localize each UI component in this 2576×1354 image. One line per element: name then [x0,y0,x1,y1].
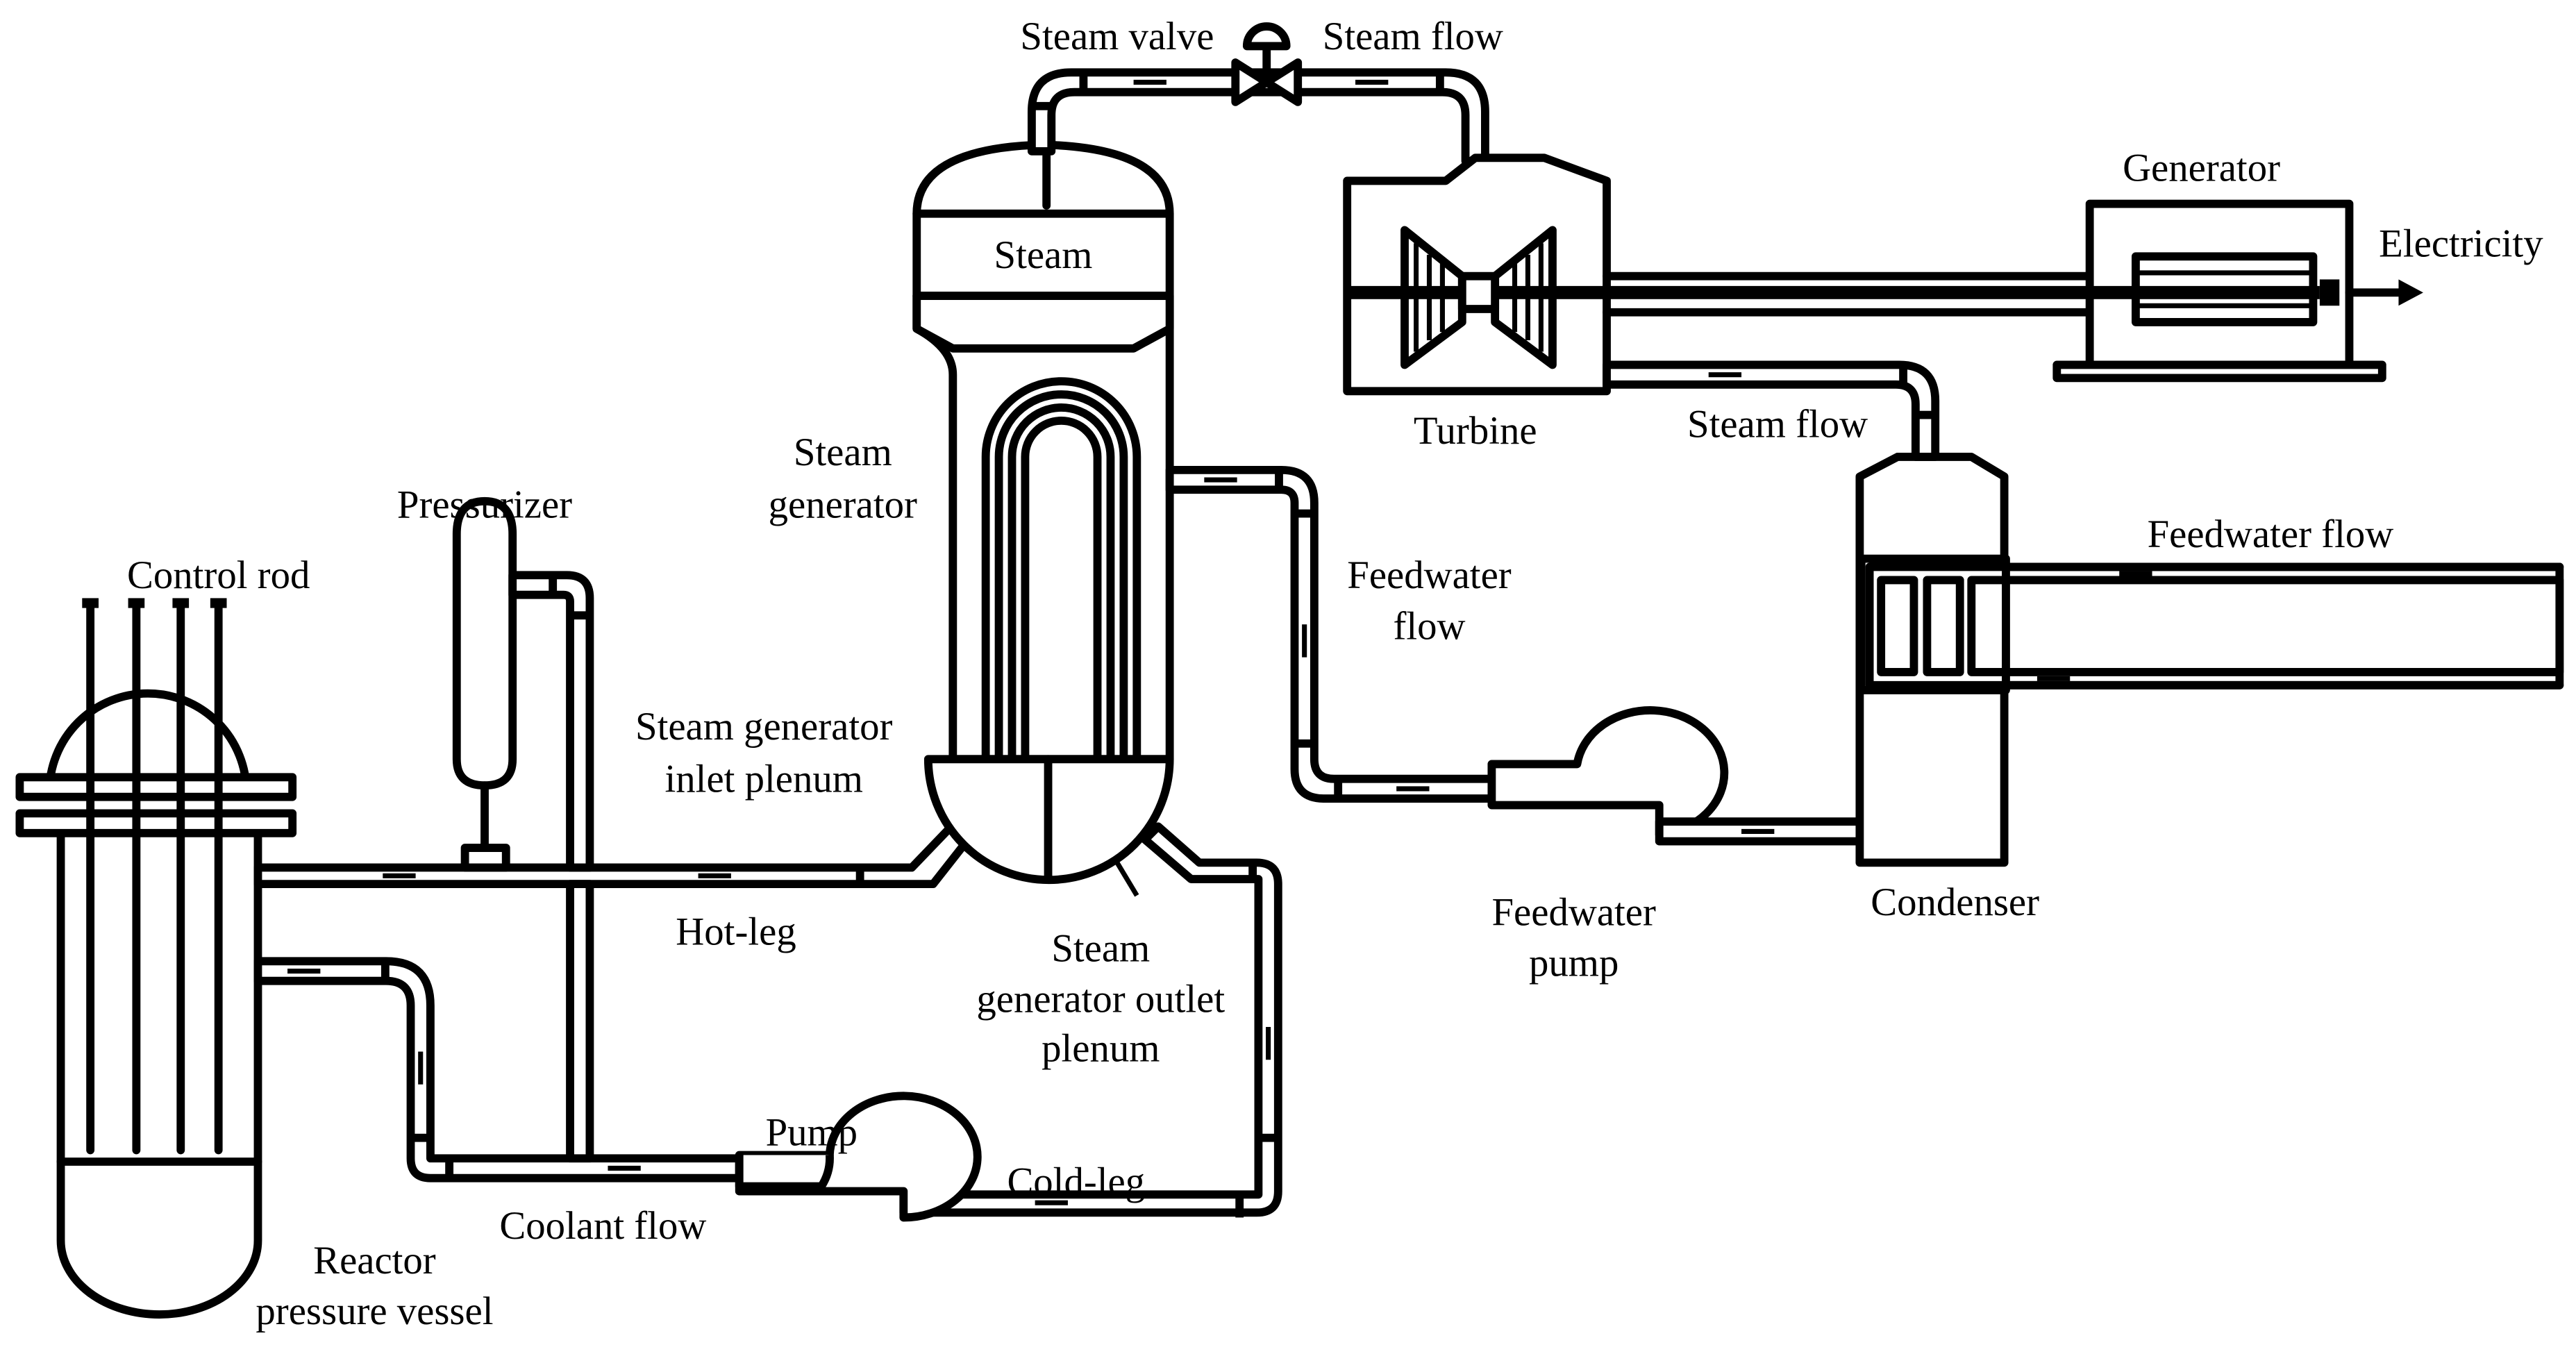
label-sg-outlet-plenum-line1: Steam [1051,926,1150,970]
label-coolant-flow: Coolant flow [499,1204,706,1248]
label-steam-flow-top: Steam flow [1323,15,1503,58]
steam-generator [912,140,1174,897]
label-turbine: Turbine [1414,409,1537,453]
label-sg-outlet-plenum-line3: plenum [1042,1027,1160,1071]
label-generator: Generator [2123,146,2280,190]
label-steam-valve: Steam valve [1020,15,1214,58]
label-hot-leg: Hot-leg [676,910,796,954]
label-pump: Pump [766,1110,858,1154]
condenser [1855,453,2564,867]
feedwater-pump [1487,706,1729,839]
label-reactor-line2: pressure vessel [256,1289,493,1333]
turbine-condenser-pipe [1603,360,1940,461]
reactor-pressure-vessel [15,689,297,1319]
labels: Steam valve Steam flow Steam Generator E… [127,15,2543,1333]
cold-leg-pipe [899,822,1282,1218]
turbine [1343,153,2333,396]
reactor-coolant-pump [735,1092,982,1222]
label-feedwater-flow-right: Feedwater flow [2148,512,2394,556]
label-sg-outlet-plenum-line2: generator outlet [976,978,1225,1021]
label-condenser: Condenser [1871,880,2039,924]
label-feedwater-pump-line1: Feedwater [1491,890,1656,934]
label-electricity: Electricity [2379,222,2543,265]
label-steam-generator-line2: generator [769,483,917,526]
hot-leg-pipe [253,821,973,889]
label-sg-inlet-plenum-line2: inlet plenum [665,758,863,801]
label-pressurizer: Pressurizer [397,483,572,526]
label-control-rod: Control rod [127,553,310,597]
control-rods [82,598,227,1155]
pump-condenser-pipe [1655,817,1868,846]
label-steam-generator-line1: Steam [794,431,892,474]
label-reactor-line1: Reactor [313,1239,436,1282]
generator [2052,199,2423,383]
steam-valve [1231,22,1303,106]
pressurizer [452,496,594,872]
label-feedwater-flow-vertical-line1: Feedwater [1347,553,1512,597]
label-feedwater-flow-vertical-line2: flow [1393,605,1465,649]
label-feedwater-pump-line2: pump [1529,942,1619,985]
label-cold-leg: Cold-leg [1007,1160,1145,1203]
label-steam-flow-right: Steam flow [1687,403,1868,446]
turbine-generator-casing [1603,271,2094,317]
label-sg-inlet-plenum-line1: Steam generator [635,705,892,749]
pressurizer-surge-line [566,880,594,1163]
coolant-loop-pipe [253,957,744,1182]
label-steam: Steam [994,233,1093,277]
